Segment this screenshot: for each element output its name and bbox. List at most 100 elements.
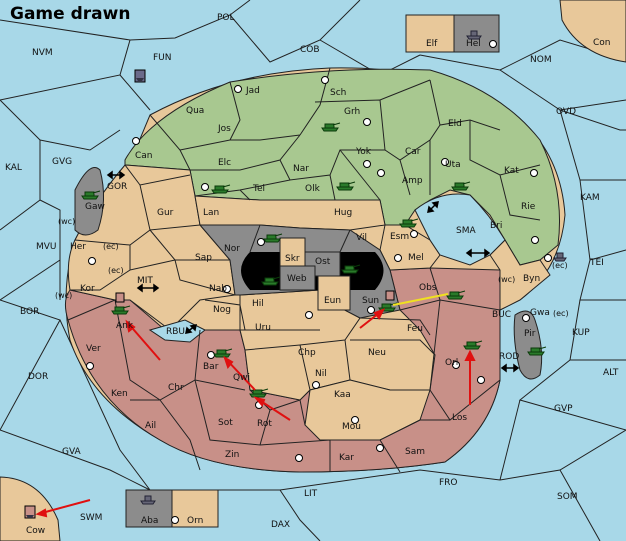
coast-tei-ec: (ec) xyxy=(552,261,568,270)
label-Mou: Mou xyxy=(342,422,361,432)
label-Lan: Lan xyxy=(203,208,219,218)
label-SOM: SOM xyxy=(557,492,578,502)
label-KUP: KUP xyxy=(572,328,590,338)
label-BUC: BUC xyxy=(492,310,511,320)
unit-tank-tel xyxy=(211,184,231,194)
label-Sam: Sam xyxy=(405,447,425,457)
label-Orl: Orl xyxy=(445,358,458,368)
unit-tank-pir xyxy=(527,346,547,356)
territory-labels: POL NVM FUN COB NOM Con Elf Hel OVD KAL … xyxy=(5,13,619,536)
label-GVA: GVA xyxy=(62,447,82,457)
label-Los: Los xyxy=(452,413,467,423)
label-POL: POL xyxy=(217,13,235,23)
label-Ver: Ver xyxy=(86,344,101,354)
label-Aba: Aba xyxy=(141,516,158,526)
bay-SMA xyxy=(414,193,506,266)
label-Qwi: Qwi xyxy=(233,373,250,383)
label-Orn: Orn xyxy=(187,516,203,526)
label-Nor: Nor xyxy=(224,244,240,254)
label-Amp: Amp xyxy=(402,176,423,186)
label-NOM: NOM xyxy=(530,55,552,65)
label-Gwa: Gwa xyxy=(530,308,550,318)
label-MIT: MIT xyxy=(137,276,153,286)
coast-labels: (wc) (ec) (ec) (wc) (ec) (wc) (ec) xyxy=(55,217,569,318)
label-Ken: Ken xyxy=(111,389,128,399)
label-Sun: Sun xyxy=(362,296,379,306)
label-Vil: Vil xyxy=(356,233,367,243)
label-FRO: FRO xyxy=(439,478,458,488)
unit-tank-ank xyxy=(111,305,131,315)
unit-tank-orl xyxy=(463,340,483,350)
label-DAX: DAX xyxy=(271,520,290,530)
label-Ost: Ost xyxy=(315,257,331,267)
label-MVU: MVU xyxy=(36,242,57,252)
label-FUN: FUN xyxy=(153,53,172,63)
label-Kor: Kor xyxy=(80,284,95,294)
label-LIT: LIT xyxy=(304,489,318,499)
label-Nog: Nog xyxy=(213,305,231,315)
label-NVM: NVM xyxy=(32,48,53,58)
unit-tank-grh xyxy=(321,122,341,132)
supply-centers xyxy=(86,40,552,524)
game-title: Game drawn xyxy=(10,4,130,24)
label-Bar: Bar xyxy=(203,362,219,372)
unit-tank-obs xyxy=(446,290,466,300)
label-BOR: BOR xyxy=(20,307,39,317)
unit-fleet-fun xyxy=(134,69,146,83)
coast-her-wc: (wc) xyxy=(58,217,75,226)
label-Mel: Mel xyxy=(408,253,424,263)
label-SMA: SMA xyxy=(456,226,476,236)
label-Grh: Grh xyxy=(344,107,360,117)
unit-tank-esm xyxy=(399,218,419,228)
label-KAL: KAL xyxy=(5,163,22,173)
unit-fleet-ank xyxy=(115,292,125,303)
unit-fleet-cow xyxy=(24,505,36,519)
territory-Pir[interactable] xyxy=(513,310,543,380)
territory-Gaw[interactable] xyxy=(74,167,104,236)
label-Con: Con xyxy=(593,38,611,48)
label-OVD: OVD xyxy=(556,107,576,117)
unit-tank-nor xyxy=(263,233,283,243)
label-Pir: Pir xyxy=(524,329,536,339)
passage-arrows xyxy=(106,170,520,373)
label-COB: COB xyxy=(300,45,320,55)
label-Elc: Elc xyxy=(218,158,231,168)
label-Zin: Zin xyxy=(225,450,239,460)
label-Gur: Gur xyxy=(157,208,174,218)
unit-tank-ost xyxy=(341,264,361,274)
unit-tank-bar xyxy=(213,348,233,358)
territory-Orn[interactable] xyxy=(171,489,219,528)
region-green xyxy=(124,68,560,266)
label-Can: Can xyxy=(135,151,153,161)
coast-kor-wc: (wc) xyxy=(55,291,72,300)
region-neutral-east xyxy=(489,239,551,311)
label-TEI: TEI xyxy=(589,258,604,268)
label-Eun: Eun xyxy=(324,296,341,306)
label-Eld: Eld xyxy=(448,119,462,129)
units xyxy=(24,30,567,519)
label-ROD: ROD xyxy=(499,352,519,362)
unit-fleet-sun xyxy=(385,290,395,301)
territory-borders xyxy=(67,67,541,473)
label-Yok: Yok xyxy=(355,147,372,157)
label-ALT: ALT xyxy=(603,368,619,378)
territory-Elf[interactable] xyxy=(405,14,455,53)
label-Tel: Tel xyxy=(252,184,265,194)
label-Sap: Sap xyxy=(195,253,212,263)
label-Ank: Ank xyxy=(116,321,134,331)
unit-tank-web xyxy=(261,276,281,286)
label-Rie: Rie xyxy=(521,202,536,212)
label-Qua: Qua xyxy=(186,106,204,116)
order-arrows xyxy=(35,293,476,518)
unit-fleet-hel xyxy=(466,30,482,40)
territory-Skr-box xyxy=(279,237,306,267)
label-Kat: Kat xyxy=(504,166,519,176)
label-Uru: Uru xyxy=(255,323,271,333)
unit-tank-gaw xyxy=(81,190,101,200)
label-Jos: Jos xyxy=(217,124,231,134)
label-GOR: GOR xyxy=(107,182,127,192)
label-Her: Her xyxy=(70,242,86,252)
label-Web: Web xyxy=(287,274,307,284)
